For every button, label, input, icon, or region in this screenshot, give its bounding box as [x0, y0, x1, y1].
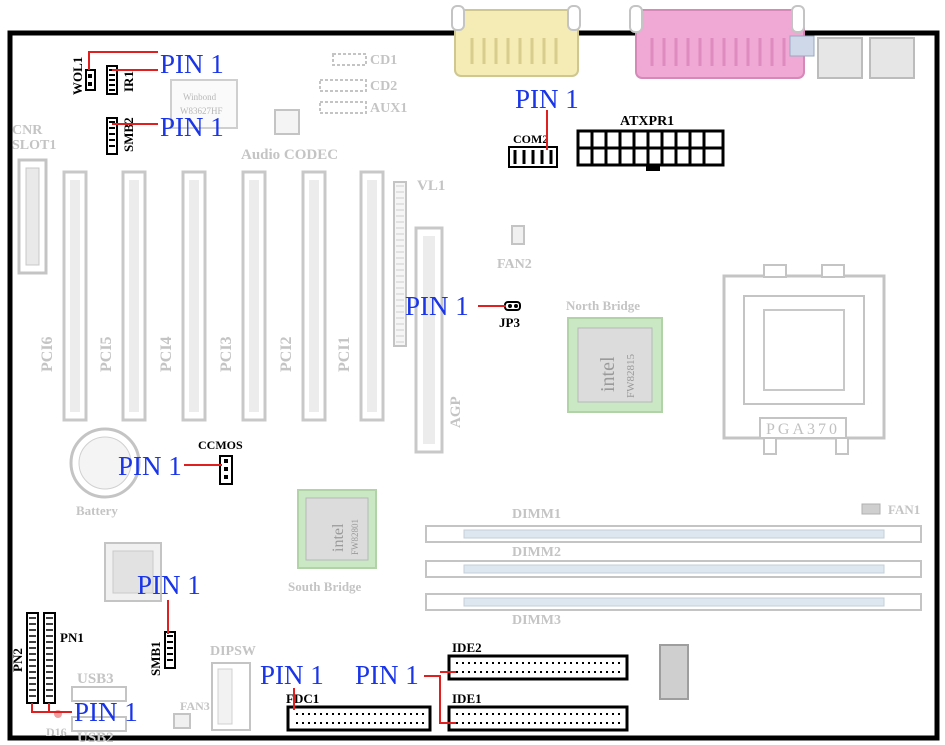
com2-header: COM2	[508, 132, 558, 168]
ir1-header: IR1	[106, 65, 136, 95]
north-bridge-label: North Bridge	[566, 298, 640, 313]
ps2-ports	[817, 37, 915, 79]
ide1-connector: IDE1	[447, 691, 629, 732]
intel-sb-label: intel	[330, 523, 347, 552]
com-port-connector	[451, 5, 581, 77]
atxpr1-connector: ATXPR1	[576, 114, 725, 171]
dipsw-label: DIPSW	[210, 644, 256, 659]
intel-nb-label: intel	[597, 356, 619, 392]
cmos-battery: Battery	[69, 427, 141, 518]
aux1-label: AUX1	[370, 101, 407, 116]
ide2-connector: IDE2	[447, 640, 629, 681]
intel-sb-part-label: FW82801	[350, 519, 360, 555]
pin1-leader-lines	[31, 51, 548, 724]
winbond-label-2: W83627HF	[180, 106, 223, 116]
d16-label: D16	[46, 725, 67, 739]
dimm3-label: DIMM3	[512, 613, 561, 628]
pin1-label-smb2: PIN 1	[160, 112, 224, 142]
pga370-label: PGA370	[766, 421, 840, 438]
fan1-header: FAN1	[861, 502, 920, 517]
pn2-label: PN2	[10, 648, 25, 672]
audio-codec-chip: Audio CODEC	[241, 109, 338, 163]
south-bridge-chip: intel FW82801 South Bridge	[288, 489, 377, 594]
ide2-label: IDE2	[452, 640, 482, 655]
ccmos-label: CCMOS	[198, 438, 243, 452]
bios-chip	[104, 542, 162, 602]
audio-input-headers: CD1 CD2 AUX1	[319, 53, 407, 116]
pin1-label-com2: PIN 1	[515, 84, 579, 114]
cd2-label: CD2	[370, 79, 397, 94]
cd1-label: CD1	[370, 53, 397, 68]
flash-chip	[659, 644, 689, 700]
dimm-slots: DIMM1 DIMM2 DIMM3	[425, 507, 922, 628]
smb1-header: SMB1	[148, 631, 176, 676]
fan2-label: FAN2	[497, 257, 532, 272]
ccmos-jumper: CCMOS	[198, 438, 243, 485]
battery-label: Battery	[76, 503, 118, 518]
jp3-label: JP3	[499, 315, 520, 330]
board-outline	[7, 30, 940, 741]
intel-nb-part-label: FW82815	[625, 354, 637, 399]
rear-io-ports	[451, 5, 915, 79]
fdc1-connector: FDC1	[286, 691, 432, 732]
smb2-label: SMB2	[121, 117, 136, 152]
smb2-header: SMB2	[106, 117, 136, 155]
wol1-label: WOL1	[70, 57, 85, 95]
agp-label: AGP	[448, 396, 464, 428]
vl1-connector: VL1	[393, 178, 445, 347]
com2-label: COM2	[513, 132, 548, 146]
pci1-label: PCI1	[336, 336, 353, 372]
pci4-label: PCI4	[158, 336, 175, 372]
fdc1-label: FDC1	[286, 691, 319, 706]
cpu-socket: PGA370	[722, 264, 886, 455]
fan3-label: FAN3	[180, 699, 210, 713]
audio-codec-label: Audio CODEC	[241, 147, 338, 163]
winbond-io-chip: Winbond W83627HF	[170, 79, 238, 129]
south-bridge-label: South Bridge	[288, 579, 362, 594]
winbond-label-1: Winbond	[183, 92, 217, 102]
fan2-header: FAN2	[497, 225, 532, 272]
north-bridge-chip: North Bridge intel FW82815	[566, 298, 663, 413]
ide1-label: IDE1	[452, 691, 482, 706]
cnr-label-2: SLOT1	[12, 138, 56, 153]
pin1-label-fdc: PIN 1	[260, 660, 324, 690]
cnr-slot: CNR SLOT1	[12, 123, 56, 275]
usb3-label: USB3	[77, 671, 114, 687]
ir1-label: IR1	[121, 71, 136, 92]
smb1-label: SMB1	[148, 641, 163, 676]
pci-slots: PCI6 PCI5 PCI4 PCI3 PCI2 PCI1	[39, 170, 385, 422]
pin1-label-smb1: PIN 1	[137, 570, 201, 600]
vl1-label: VL1	[417, 178, 445, 194]
wol1-header: WOL1	[70, 57, 96, 95]
fan3-header: FAN3	[173, 699, 210, 729]
pn1-label: PN1	[60, 630, 84, 645]
dimm1-label: DIMM1	[512, 507, 561, 522]
dimm2-label: DIMM2	[512, 545, 561, 560]
cnr-label-1: CNR	[12, 123, 43, 138]
fan1-label: FAN1	[888, 502, 920, 517]
printer-port-connector	[629, 5, 815, 79]
dip-switch: DIPSW	[210, 644, 256, 731]
pci6-label: PCI6	[39, 336, 56, 372]
usb-headers: USB3 USB2 D16	[46, 671, 127, 745]
atxpr1-label: ATXPR1	[620, 114, 674, 129]
pin1-label-ide: PIN 1	[355, 660, 419, 690]
pci2-label: PCI2	[278, 336, 295, 372]
agp-slot: AGP	[414, 226, 464, 454]
pin1-label-panel: PIN 1	[74, 697, 138, 727]
pin1-label-jp3: PIN 1	[405, 291, 469, 321]
pin1-labels: PIN 1 PIN 1 PIN 1 PIN 1 PIN 1 PIN 1 PIN …	[74, 49, 579, 727]
pci5-label: PCI5	[98, 336, 115, 372]
pci3-label: PCI3	[218, 336, 235, 372]
usb2-label: USB2	[77, 730, 114, 745]
pin1-label-ccmos: PIN 1	[118, 451, 182, 481]
pin1-label-wol-ir: PIN 1	[160, 49, 224, 79]
